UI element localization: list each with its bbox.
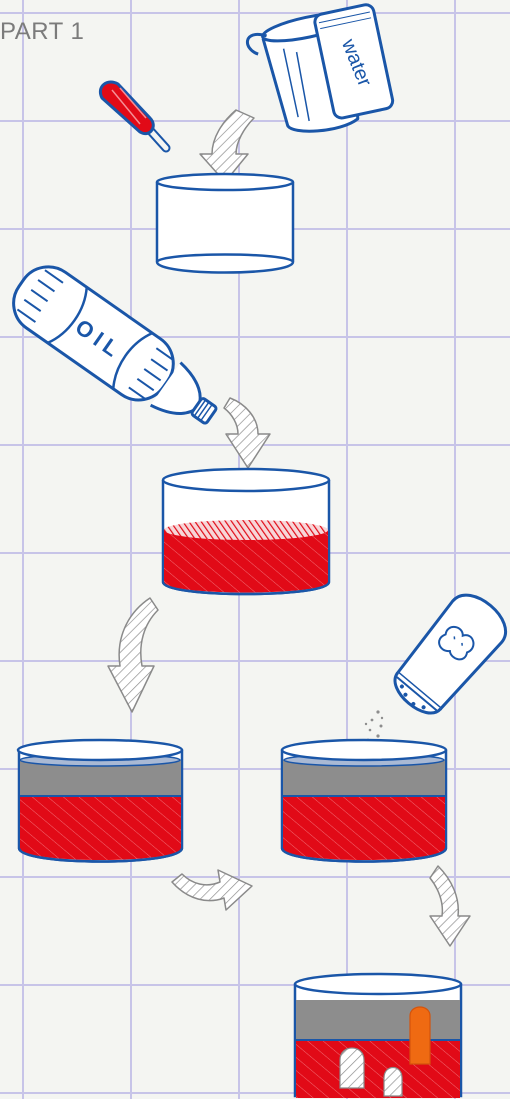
water-jug-icon: water: [245, 3, 396, 142]
layered-beaker-left: [18, 740, 182, 862]
orange-drop: [410, 1007, 430, 1064]
arrow-2-icon: [224, 398, 270, 468]
popsicle-icon: [100, 82, 166, 148]
gray-drop-2: [384, 1068, 402, 1097]
arrow-4-icon: [172, 870, 252, 910]
arrow-3-icon: [108, 598, 158, 712]
empty-beaker: [157, 174, 293, 273]
red-beaker: [163, 469, 329, 594]
gray-drop-1: [340, 1048, 364, 1088]
arrow-1-icon: [200, 110, 254, 182]
arrow-5-icon: [430, 866, 470, 946]
oil-bottle-icon: OIL: [2, 255, 231, 444]
salt-shaker-icon: [365, 585, 510, 747]
final-beaker: [295, 974, 461, 1098]
layered-beaker-right: [282, 740, 446, 862]
